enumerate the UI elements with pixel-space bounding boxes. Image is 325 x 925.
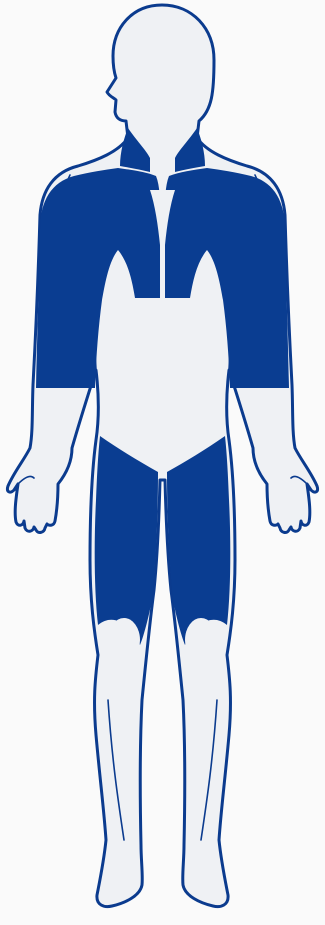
right-knee xyxy=(185,618,217,662)
body-outline xyxy=(7,5,317,907)
left-knee xyxy=(108,618,140,662)
left-thigh-region xyxy=(95,436,158,645)
right-thigh-region xyxy=(167,436,230,645)
